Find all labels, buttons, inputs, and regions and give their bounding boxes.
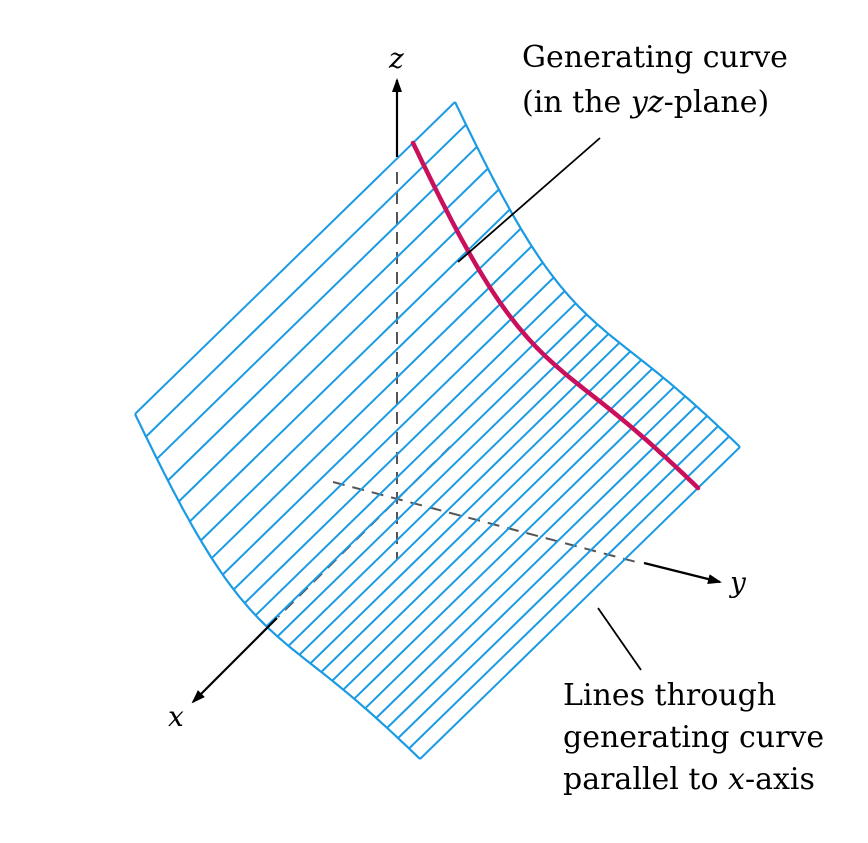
- y-axis-hidden: [332, 481, 641, 564]
- gc-line2-suffix: -plane): [664, 85, 770, 120]
- rulings-label-line3: parallel to x-axis: [563, 762, 815, 797]
- rl-line3-italic: x: [728, 762, 745, 797]
- y-axis-label: y: [728, 566, 747, 599]
- gc-line2-prefix: (in the: [522, 85, 631, 120]
- ruling-line: [189, 208, 511, 523]
- ruling-line: [178, 188, 500, 503]
- ruling-line: [276, 323, 599, 638]
- gc-line2-italic: yz: [629, 85, 664, 120]
- rulings-label-line2: generating curve: [563, 720, 824, 755]
- generating-curve-leader: [457, 137, 601, 263]
- ruling-line: [397, 425, 719, 739]
- surface-back-edge: [454, 101, 741, 448]
- z-axis-label: z: [388, 42, 404, 75]
- ruling-line: [353, 386, 675, 700]
- rl-line3-prefix: parallel to: [563, 762, 728, 797]
- x-axis: [191, 617, 278, 704]
- ruling-line: [243, 290, 566, 604]
- surface-rulings: [134, 101, 741, 760]
- rl-line3-suffix: -axis: [745, 762, 815, 797]
- ruling-line: [342, 376, 664, 691]
- ruling-line: [134, 101, 456, 415]
- ruling-line: [211, 245, 533, 559]
- ruling-line: [386, 415, 708, 729]
- generating-curve: [410, 140, 701, 491]
- ruling-line: [331, 367, 653, 682]
- rulings-label-line1: Lines through: [563, 678, 776, 713]
- ruling-line: [375, 405, 697, 719]
- visible-axes: [191, 78, 722, 704]
- x-axis-label: x: [168, 700, 184, 733]
- ruling-line: [200, 227, 522, 542]
- ruling-line: [265, 313, 588, 628]
- ruling-line: [167, 167, 489, 482]
- ruling-line: [156, 146, 478, 460]
- ruling-line: [364, 395, 686, 710]
- ruling-line: [320, 359, 642, 673]
- generating-curve-label: Generating curve: [522, 40, 788, 75]
- ruling-line: [298, 342, 621, 656]
- ruling-line: [145, 123, 467, 438]
- ruling-line: [419, 446, 741, 760]
- ruling-line: [408, 435, 730, 750]
- generating-curve-label-line1: Generating curve: [522, 40, 788, 75]
- ruling-line: [309, 350, 632, 665]
- ruling-line: [222, 261, 544, 576]
- rulings-leader: [597, 607, 642, 671]
- ruling-line: [233, 276, 555, 591]
- ruling-line: [287, 333, 610, 647]
- surface-front-edge: [134, 413, 421, 760]
- generating-curve-label-line2: (in the yz-plane): [522, 85, 769, 120]
- ruling-line: [254, 302, 577, 617]
- y-axis: [643, 561, 722, 584]
